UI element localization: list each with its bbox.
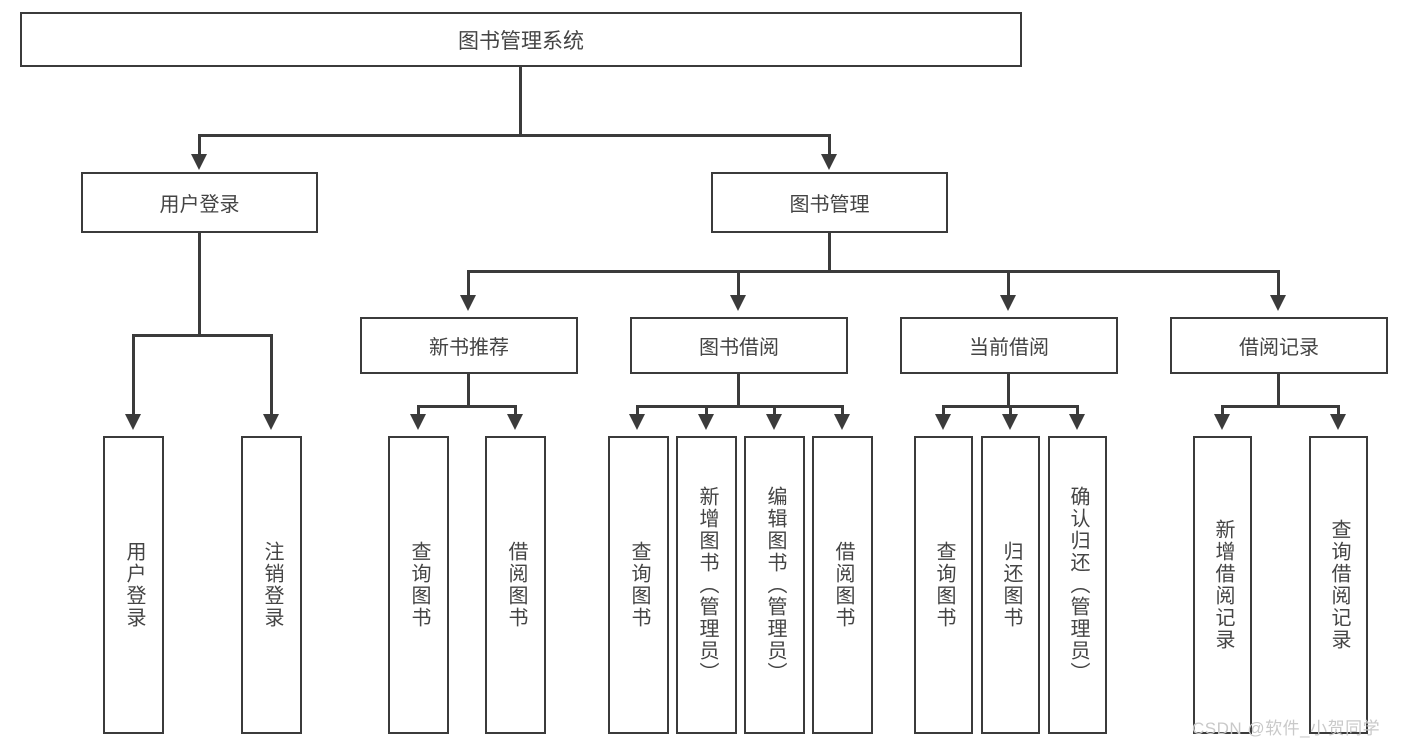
edge-to-book-mgmt — [828, 134, 831, 156]
edge-current-borrow-leaf2 — [1009, 405, 1012, 417]
arrowhead-leaf-user-login — [125, 414, 141, 430]
edge-current-borrow-stem — [1007, 374, 1010, 405]
edge-level2-bus — [467, 270, 1280, 273]
edge-new-book-stem — [467, 374, 470, 405]
leaf-logout[interactable]: 注销登录 — [241, 436, 302, 734]
edge-to-new-book-rec — [467, 270, 470, 297]
node-new-book-recommend[interactable]: 新书推荐 — [360, 317, 578, 374]
node-user-login[interactable]: 用户登录 — [81, 172, 318, 233]
edge-book-borrow-leaf3 — [773, 405, 776, 417]
edge-user-login-bus — [132, 334, 272, 337]
edge-to-current-borrow — [1007, 270, 1010, 297]
edge-borrow-records-bus — [1221, 405, 1340, 408]
edge-root-stem-center — [519, 67, 522, 134]
arrowhead-book-borrow — [730, 295, 746, 311]
arrowhead-leaf-query-book-1 — [410, 414, 426, 430]
leaf-add-borrow-record[interactable]: 新增借阅记录 — [1193, 436, 1252, 734]
edge-new-book-bus — [417, 405, 517, 408]
arrowhead-leaf-borrow-book-2 — [834, 414, 850, 430]
arrowhead-current-borrow — [1000, 295, 1016, 311]
edge-book-borrow-bus — [636, 405, 844, 408]
arrowhead-leaf-edit-book — [766, 414, 782, 430]
leaf-borrow-book-recommend[interactable]: 借阅图书 — [485, 436, 546, 734]
arrowhead-leaf-add-book — [698, 414, 714, 430]
edge-book-borrow-stem — [737, 374, 740, 405]
leaf-return-book[interactable]: 归还图书 — [981, 436, 1040, 734]
node-book-borrow[interactable]: 图书借阅 — [630, 317, 848, 374]
edge-book-borrow-leaf2 — [705, 405, 708, 417]
leaf-query-borrow-record[interactable]: 查询借阅记录 — [1309, 436, 1368, 734]
arrowhead-leaf-borrow-book-1 — [507, 414, 523, 430]
edge-level1-bus — [198, 134, 831, 137]
node-root[interactable]: 图书管理系统 — [20, 12, 1022, 67]
arrowhead-leaf-query-record — [1330, 414, 1346, 430]
edge-new-book-leaf1 — [417, 405, 420, 417]
edge-to-borrow-records — [1277, 270, 1280, 297]
arrowhead-leaf-add-record — [1214, 414, 1230, 430]
arrowhead-leaf-logout — [263, 414, 279, 430]
arrowhead-new-book-rec — [460, 295, 476, 311]
arrowhead-book-mgmt — [821, 154, 837, 170]
node-borrow-records[interactable]: 借阅记录 — [1170, 317, 1388, 374]
watermark: CSDN @软件_小贺同学 — [1192, 719, 1381, 738]
leaf-confirm-return-admin[interactable]: 确认归还（管理员） — [1048, 436, 1107, 734]
arrowhead-leaf-query-book-2 — [629, 414, 645, 430]
edge-new-book-leaf2 — [514, 405, 517, 417]
edge-borrow-records-leaf1 — [1221, 405, 1224, 417]
edge-borrow-records-leaf2 — [1337, 405, 1340, 417]
leaf-add-book-admin[interactable]: 新增图书（管理员） — [676, 436, 737, 734]
edge-user-login-stem — [198, 233, 201, 334]
arrowhead-leaf-return-book — [1002, 414, 1018, 430]
edge-book-mgmt-stem — [828, 233, 831, 271]
edge-to-book-borrow — [737, 270, 740, 297]
leaf-edit-book-admin[interactable]: 编辑图书（管理员） — [744, 436, 805, 734]
leaf-query-book-borrow[interactable]: 查询图书 — [608, 436, 669, 734]
edge-book-borrow-leaf1 — [636, 405, 639, 417]
node-book-management[interactable]: 图书管理 — [711, 172, 948, 233]
edge-book-borrow-leaf4 — [841, 405, 844, 417]
leaf-borrow-book-borrow[interactable]: 借阅图书 — [812, 436, 873, 734]
leaf-query-book-current[interactable]: 查询图书 — [914, 436, 973, 734]
leaf-user-login[interactable]: 用户登录 — [103, 436, 164, 734]
arrowhead-leaf-query-book-3 — [935, 414, 951, 430]
node-current-borrow[interactable]: 当前借阅 — [900, 317, 1118, 374]
arrowhead-borrow-records — [1270, 295, 1286, 311]
edge-current-borrow-leaf3 — [1076, 405, 1079, 417]
edge-borrow-records-stem — [1277, 374, 1280, 405]
edge-to-user-login — [198, 134, 201, 156]
arrowhead-user-login — [191, 154, 207, 170]
edge-user-login-leaf1 — [132, 334, 135, 416]
edge-current-borrow-leaf1 — [942, 405, 945, 417]
leaf-query-book-recommend[interactable]: 查询图书 — [388, 436, 449, 734]
arrowhead-leaf-confirm-return — [1069, 414, 1085, 430]
edge-user-login-leaf2 — [270, 334, 273, 416]
